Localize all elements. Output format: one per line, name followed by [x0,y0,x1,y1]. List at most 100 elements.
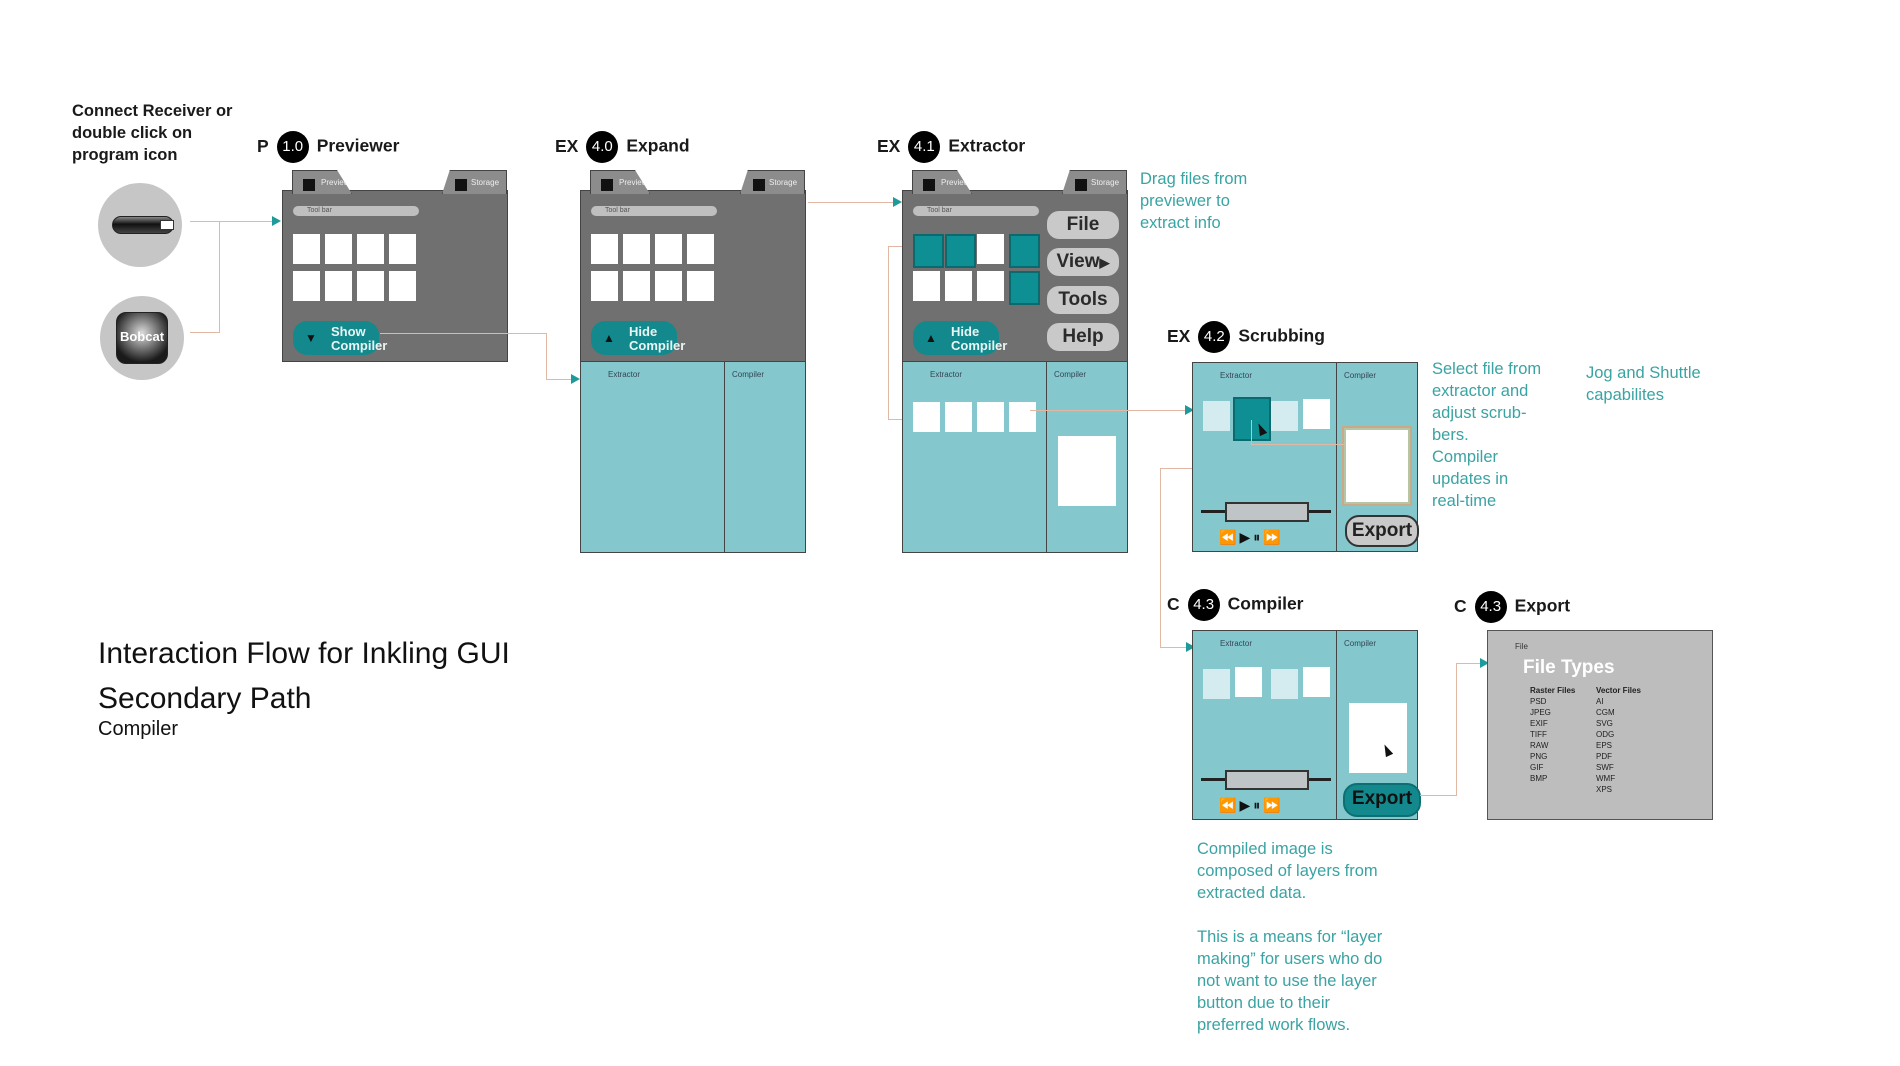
triangle-down-icon: ▼ [305,331,317,345]
file-thumbnail[interactable] [389,271,416,301]
extracted-file[interactable] [945,402,972,432]
vector-file-type[interactable]: WMF [1596,774,1616,783]
program-icon[interactable]: Bobcat [100,296,184,380]
export-button-active[interactable]: Export [1343,783,1421,817]
file-thumbnail[interactable] [687,234,714,264]
file-thumbnail[interactable] [977,234,1004,264]
playback-controls[interactable]: ⏪▶⏸⏩ [1219,529,1284,546]
fast-forward-icon[interactable]: ⏩ [1263,797,1284,813]
panel-label-compiler: Compiler [1344,371,1377,380]
extracted-file[interactable] [977,402,1004,432]
extracted-file[interactable] [1203,401,1230,431]
extracted-file[interactable] [1271,401,1298,431]
file-thumbnail-selected[interactable] [1009,271,1040,305]
hide-compiler-button[interactable]: ▲Hide Compiler [913,321,1007,355]
file-thumbnail[interactable] [977,271,1004,301]
extracted-file[interactable] [1203,669,1230,699]
file-thumbnail[interactable] [655,234,682,264]
extracted-file[interactable] [1009,402,1036,432]
extracted-file-selected[interactable] [1233,397,1271,441]
rewind-icon[interactable]: ⏪ [1219,797,1240,813]
play-arrow-icon: ▶ [1099,255,1110,270]
hide-compiler-button[interactable]: ▲Hide Compiler [591,321,685,355]
raster-file-type[interactable]: EXIF [1530,719,1548,728]
menu-tools-button[interactable]: Tools [1047,286,1119,314]
toolbar[interactable]: Tool bar [293,206,419,216]
menu-help-button[interactable]: Help [1047,323,1119,351]
extracted-file[interactable] [1303,399,1330,429]
raster-file-type[interactable]: PSD [1530,697,1547,706]
tab-storage[interactable]: Storage [1062,170,1127,194]
scrubber-handle[interactable] [1225,770,1309,790]
raster-file-type[interactable]: PNG [1530,752,1548,761]
file-thumbnail[interactable] [357,271,384,301]
playback-controls[interactable]: ⏪▶⏸⏩ [1219,797,1284,814]
pause-icon[interactable]: ⏸ [1253,529,1264,545]
vector-file-type[interactable]: AI [1596,697,1604,706]
connector-line [808,202,896,203]
file-thumbnail[interactable] [293,234,320,264]
file-thumbnail[interactable] [655,271,682,301]
vector-file-type[interactable]: SWF [1596,763,1614,772]
menu-file-button[interactable]: File [1047,211,1119,239]
file-thumbnail[interactable] [623,271,650,301]
file-thumbnail[interactable] [325,234,352,264]
raster-file-type[interactable]: TIFF [1530,730,1547,739]
connector-line [1251,420,1252,445]
vector-file-type[interactable]: ODG [1596,730,1615,739]
raster-file-type[interactable]: RAW [1530,741,1549,750]
tab-previewer[interactable]: Previewer [590,170,650,194]
compiled-preview [1058,436,1116,506]
receiver-icon[interactable] [98,183,182,267]
raster-file-type[interactable]: JPEG [1530,708,1551,717]
toolbar[interactable]: Tool bar [591,206,717,216]
extracted-file[interactable] [913,402,940,432]
vector-file-type[interactable]: XPS [1596,785,1613,794]
vector-file-type[interactable]: EPS [1596,741,1613,750]
file-thumbnail[interactable] [389,234,416,264]
connector-line [546,333,547,379]
file-thumbnail-selected[interactable] [1009,234,1040,268]
tab-previewer[interactable]: Previewer [912,170,972,194]
extracted-file[interactable] [1235,667,1262,697]
file-thumbnail[interactable] [913,271,940,301]
connector-line [888,246,889,419]
file-thumbnail-selected[interactable] [913,234,944,268]
file-thumbnail[interactable] [591,271,618,301]
file-thumbnail[interactable] [325,271,352,301]
note-compiled-image: Compiled image is composed of layers fro… [1197,840,1378,902]
vector-file-type[interactable]: CGM [1596,708,1615,717]
tab-storage[interactable]: Storage [442,170,507,194]
connector-line [1251,444,1345,445]
export-button[interactable]: Export [1345,515,1419,547]
toolbar[interactable]: Tool bar [913,206,1039,216]
raster-file-type[interactable]: BMP [1530,774,1548,783]
tab-storage[interactable]: Storage [740,170,805,194]
file-thumbnail[interactable] [357,234,384,264]
file-thumbnail[interactable] [687,271,714,301]
extracted-file[interactable] [1303,667,1330,697]
connector-line [888,419,902,420]
play-icon[interactable]: ▶ [1239,797,1254,813]
tab-previewer[interactable]: Previewer [292,170,352,194]
play-icon[interactable]: ▶ [1239,529,1254,545]
scrubber-handle[interactable] [1225,502,1309,522]
connector-arrow-icon [1185,405,1194,415]
file-thumbnail[interactable] [591,234,618,264]
file-thumbnail[interactable] [293,271,320,301]
pause-icon[interactable]: ⏸ [1253,797,1264,813]
connector-arrow-icon [1480,658,1489,668]
menu-view-button[interactable]: View▶ [1047,248,1119,276]
file-thumbnail[interactable] [623,234,650,264]
note-select-file: Select file from extractor and adjust sc… [1432,360,1542,510]
vector-file-type[interactable]: SVG [1596,719,1613,728]
rewind-icon[interactable]: ⏪ [1219,529,1240,545]
file-thumbnail-selected[interactable] [945,234,976,268]
file-thumbnail[interactable] [945,271,972,301]
raster-file-type[interactable]: GIF [1530,763,1544,772]
vector-file-type[interactable]: PDF [1596,752,1612,761]
page-section: Compiler [98,718,179,740]
extracted-file[interactable] [1271,669,1298,699]
fast-forward-icon[interactable]: ⏩ [1263,529,1284,545]
show-compiler-button[interactable]: ▼Show Compiler [293,321,387,355]
